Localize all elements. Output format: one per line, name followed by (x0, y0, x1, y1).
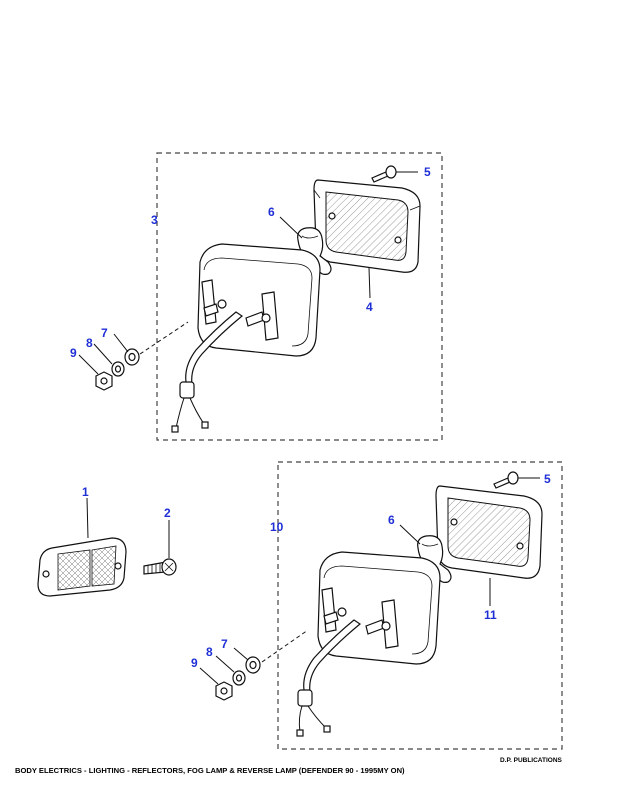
publisher-credit: D.P. PUBLICATIONS (500, 757, 563, 764)
callout-top-7: 7 (101, 326, 108, 340)
callout-top-3: 3 (151, 213, 158, 227)
fog-lamp-lens (313, 179, 421, 273)
fog-lamp-screw (371, 165, 397, 183)
reverse-lamp-screw (493, 471, 519, 489)
callout-top-5: 5 (424, 165, 431, 179)
callout-top-8: 8 (86, 336, 93, 350)
fog-lamp-assembly (78, 152, 443, 441)
callout-top-4: 4 (366, 300, 373, 314)
callout-reflector-1: 1 (82, 485, 89, 499)
callout-bottom-6: 6 (388, 513, 395, 527)
fog-lamp-wiring (171, 311, 244, 433)
callout-bottom-8: 8 (206, 645, 213, 659)
reflector-screw (143, 558, 177, 576)
callout-top-6: 6 (268, 205, 275, 219)
callout-bottom-10: 10 (270, 520, 284, 534)
callout-bottom-7: 7 (221, 637, 228, 651)
reverse-lamp-fixings (215, 629, 309, 701)
callout-bottom-9: 9 (191, 656, 198, 670)
reverse-lamp-lens (435, 485, 543, 579)
reverse-lamp-wiring (296, 619, 362, 737)
diagram-title: BODY ELECTRICS - LIGHTING - REFLECTORS, … (15, 766, 405, 775)
reverse-lamp-body (317, 551, 441, 665)
fog-lamp-fixings (95, 321, 189, 391)
reverse-lamp-assembly (199, 461, 563, 750)
fog-lamp-group-frame (156, 152, 443, 441)
callout-bottom-11: 11 (484, 608, 497, 622)
reflector-assembly (37, 497, 177, 597)
callout-top-9: 9 (70, 346, 77, 360)
callout-bottom-5: 5 (544, 472, 551, 486)
callout-screw-2: 2 (164, 506, 171, 520)
reverse-lamp-group-frame (277, 461, 563, 750)
